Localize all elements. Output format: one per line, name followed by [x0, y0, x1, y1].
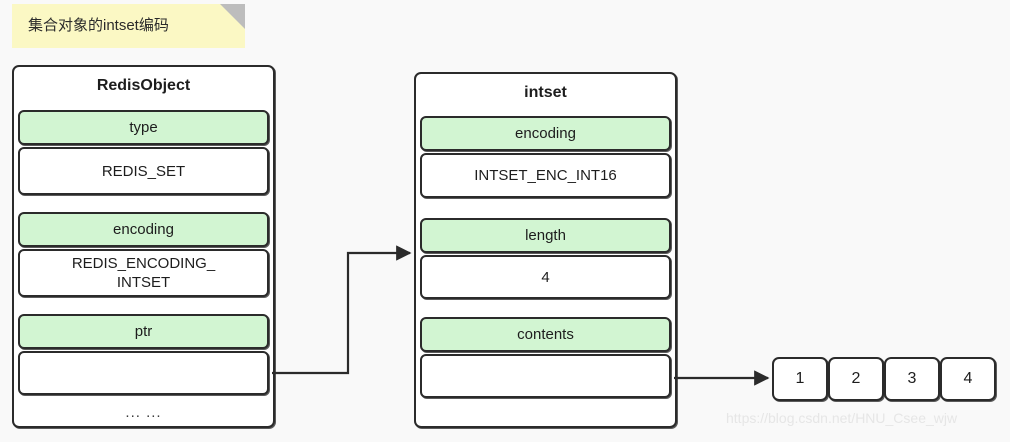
connector-ptr-to-intset: [272, 245, 412, 375]
intset-field-length-value: 4: [420, 255, 671, 299]
redis-object-field-type-header: type: [18, 110, 269, 145]
sticky-note-fold-icon: [220, 4, 245, 29]
contents-array-item-1: 2: [828, 357, 884, 401]
redis-object-field-ptr-value: [18, 351, 269, 395]
intset-field-length-header: length: [420, 218, 671, 253]
redis-object-field-encoding-header: encoding: [18, 212, 269, 247]
contents-array-item-2: 3: [884, 357, 940, 401]
intset-field-contents-value: [420, 354, 671, 398]
intset-field-encoding-header: encoding: [420, 116, 671, 151]
watermark: https://blog.csdn.net/HNU_Csee_wjw: [726, 410, 958, 426]
redis-object-field-type-value: REDIS_SET: [18, 147, 269, 195]
sticky-note-label: 集合对象的intset编码: [28, 17, 169, 34]
sticky-note: 集合对象的intset编码: [12, 4, 245, 48]
redis-object-field-encoding-value: REDIS_ENCODING_ INTSET: [18, 249, 269, 297]
redis-object-footer-ellipsis: ... ...: [125, 404, 162, 421]
redis-object-field-ptr-header: ptr: [18, 314, 269, 349]
contents-array-item-3: 4: [940, 357, 996, 401]
redis-object-title: RedisObject: [96, 77, 191, 94]
intset-field-encoding-value: INTSET_ENC_INT16: [420, 153, 671, 198]
intset-title: intset: [524, 84, 567, 101]
contents-array-item-0: 1: [772, 357, 828, 401]
intset-field-contents-header: contents: [420, 317, 671, 352]
